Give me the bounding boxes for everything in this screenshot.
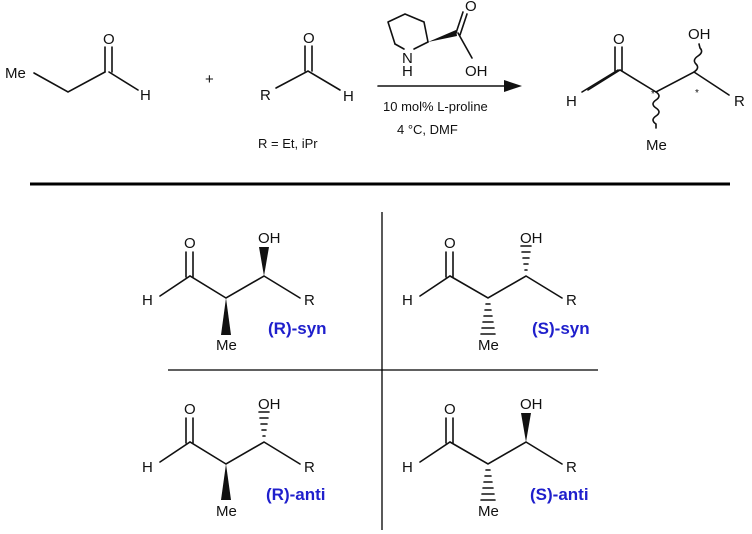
atom-h: H [343,88,354,105]
wedge-bond [259,247,269,276]
bond [275,70,341,91]
atom-h: H [566,93,577,110]
atom-h: H [402,459,413,476]
atom-oh: OH [520,396,543,413]
isomer-s-syn: O H OH R Me (S)-syn [402,230,590,354]
atom-o: O [444,401,456,418]
atom-r: R [734,93,745,110]
hashed-bond [480,303,496,335]
wedge-bond [221,298,231,335]
bond [159,275,301,299]
wedge-bond [521,413,531,442]
atom-oh: OH [258,230,281,247]
arrow-head [504,80,522,92]
product-aldol: O H OH R Me * * [566,26,745,154]
isomer-label: (S)-syn [532,319,590,338]
atom-o: O [444,235,456,252]
bond [104,46,113,73]
isomer-label: (R)-syn [268,319,327,338]
atom-r: R [304,459,315,476]
atom-me: Me [646,137,667,154]
atom-o: O [103,31,115,48]
atom-o: O [184,401,196,418]
atom-h: H [142,292,153,309]
atom-n: N [402,50,413,67]
bond [419,275,563,299]
atom-me: Me [216,503,237,520]
atom-r: R [566,459,577,476]
reaction-arrow: 10 mol% L-proline 4 °C, DMF [377,80,522,137]
stereoisomer-grid: O H OH R Me (R)-syn O H OH R Me (S)-syn [142,212,598,530]
plus-sign: + [205,71,214,88]
atom-h: H [140,87,151,104]
atom-me: Me [216,337,237,354]
hashed-bond [520,245,532,271]
atom-o: O [465,0,477,15]
isomer-label: (S)-anti [530,485,589,504]
condition-temp-solvent: 4 °C, DMF [397,122,458,137]
wedge-bond [221,464,231,500]
atom-o: O [303,30,315,47]
atom-oh: OH [520,230,543,247]
bond [108,71,139,91]
atom-me: Me [478,337,499,354]
atom-h: H [142,459,153,476]
bond [159,441,301,465]
wedge-bond [428,30,457,42]
atom-oh: OH [258,396,281,413]
r-group-definition: R = Et, iPr [258,136,318,151]
atom-me: Me [5,65,26,82]
atom-o: O [184,235,196,252]
bond [304,45,313,72]
isomer-r-anti: O H OH R Me (R)-anti [142,396,325,520]
atom-o: O [613,31,625,48]
stereocenter-marker: * [651,89,655,100]
bond [387,13,429,45]
bond [581,69,619,93]
isomer-r-syn: O H OH R Me (R)-syn [142,230,327,354]
bond [457,32,473,59]
bond [587,69,730,96]
bond [33,71,106,93]
bond [614,46,623,72]
wavy-bond [693,43,703,73]
condition-catalyst: 10 mol% L-proline [383,99,488,114]
atom-oh: OH [465,63,488,80]
bond [455,11,468,36]
reactant-propanal: Me O H [5,31,151,104]
catalyst-proline: N H O OH [387,0,488,80]
stereocenter-marker: * [695,88,699,99]
reactant-aldehyde: R O H R = Et, iPr [258,30,354,151]
atom-h: H [402,63,413,80]
bond [185,417,194,444]
isomer-s-anti: O H OH R Me (S)-anti [402,396,589,520]
isomer-label: (R)-anti [266,485,325,504]
hashed-bond [480,469,496,501]
atom-r: R [566,292,577,309]
reaction-row: Me O H + R O H R = Et, iPr N H O OH [5,0,745,154]
wavy-bond [652,91,660,129]
atom-h: H [402,292,413,309]
bond [394,41,429,50]
bond [445,251,454,278]
atom-r: R [260,87,271,104]
hashed-bond [258,411,270,437]
atom-r: R [304,292,315,309]
atom-me: Me [478,503,499,520]
bond [419,441,563,465]
bond [445,417,454,444]
atom-oh: OH [688,26,711,43]
bond [185,251,194,278]
